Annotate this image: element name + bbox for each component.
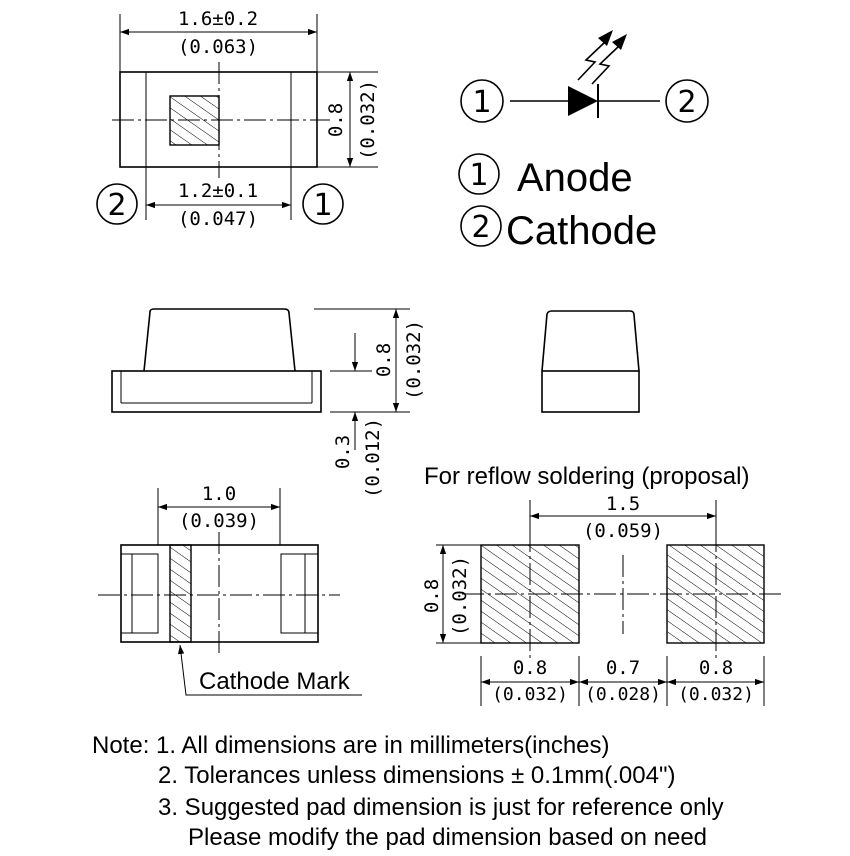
pad-width-dim: 0.8: [513, 657, 547, 679]
bottom-left-pad-outline: [121, 553, 159, 634]
side-base-dim: 0.3: [332, 435, 354, 469]
pad-pitch-dim: 1.2±0.1: [178, 180, 258, 202]
pad-gap-dim-in: (0.028): [585, 684, 661, 705]
light-emission-icon: [577, 30, 627, 85]
length-dim: 1.6±0.2: [178, 8, 258, 30]
pin-legend: 1 Anode 2 Cathode: [458, 153, 657, 253]
note-line-1: Note: 1. All dimensions are in millimete…: [92, 732, 610, 759]
side-view: 0.8 (0.032) 0.3 (0.012): [111, 308, 425, 498]
side-view-lens: [143, 308, 296, 372]
side-height-dim-in: (0.032): [403, 320, 425, 400]
cathode-num: 2: [471, 210, 490, 245]
top-left-terminal-num: 2: [107, 188, 126, 223]
side-base-dim-in: (0.012): [362, 418, 384, 498]
bottom-right-pad-outline: [280, 553, 318, 634]
mark-width-dim: 1.0: [202, 483, 236, 505]
pad-gap-dim: 0.7: [606, 657, 640, 679]
anode-num-circle: [458, 153, 500, 195]
pad2-width-dim-in: (0.032): [678, 684, 754, 705]
pad-pitch-dim: 1.5: [606, 493, 640, 515]
cathode-num-circle: [460, 205, 502, 247]
side-view-base: [111, 370, 322, 413]
top-left-terminal-circle: [96, 183, 138, 225]
anode-label: Anode: [517, 156, 633, 200]
pad-pitch-dim-in: (0.059): [583, 520, 663, 542]
pad-pitch-dim-in: (0.047): [178, 208, 258, 230]
diode-triangle-icon: [568, 86, 598, 116]
top-right-terminal-num: 1: [313, 188, 332, 223]
note-line-2: 2. Tolerances unless dimensions ± 0.1mm(…: [158, 762, 676, 789]
cathode-mark-stripe: [169, 544, 192, 643]
pad-layout: For reflow soldering (proposal) 1.5 (0.0…: [421, 463, 782, 706]
pad-width-dim-in: (0.032): [492, 684, 568, 705]
schematic-terminal-1-num: 1: [472, 85, 491, 120]
end-view-base: [541, 370, 640, 413]
schematic-terminal-2-num: 2: [677, 85, 696, 120]
length-dim-in: (0.063): [178, 36, 258, 58]
pad2-width-dim: 0.8: [699, 657, 733, 679]
side-height-dim: 0.8: [373, 343, 395, 377]
height-dim: 0.8: [325, 103, 347, 137]
height-dim-in: (0.032): [357, 80, 379, 160]
mark-width-dim-in: (0.039): [179, 510, 259, 532]
top-view: 1.6±0.2 (0.063) 0.8 (0.032) 1.2±0.1 (0.0…: [96, 8, 379, 230]
schematic-terminal-2-circle: [665, 79, 709, 123]
end-view: [541, 310, 640, 413]
pad-height-dim: 0.8: [421, 579, 443, 613]
pad-height-dim-in: (0.032): [449, 556, 471, 636]
led-schematic: 1 2: [460, 30, 709, 123]
bottom-view: 1.0 (0.039) Cathode Mark: [98, 483, 362, 696]
note-line-3: 3. Suggested pad dimension is just for r…: [158, 794, 724, 821]
top-right-terminal-circle: [302, 183, 344, 225]
schematic-terminal-1-circle: [460, 79, 504, 123]
end-view-lens: [541, 310, 640, 372]
cathode-label: Cathode: [506, 209, 657, 253]
cathode-mark-label: Cathode Mark: [199, 668, 351, 695]
notes: Note: 1. All dimensions are in millimete…: [92, 732, 724, 851]
note-line-4: Please modify the pad dimension based on…: [188, 824, 707, 851]
anode-num: 1: [469, 158, 488, 193]
pad-layout-title: For reflow soldering (proposal): [424, 463, 749, 490]
